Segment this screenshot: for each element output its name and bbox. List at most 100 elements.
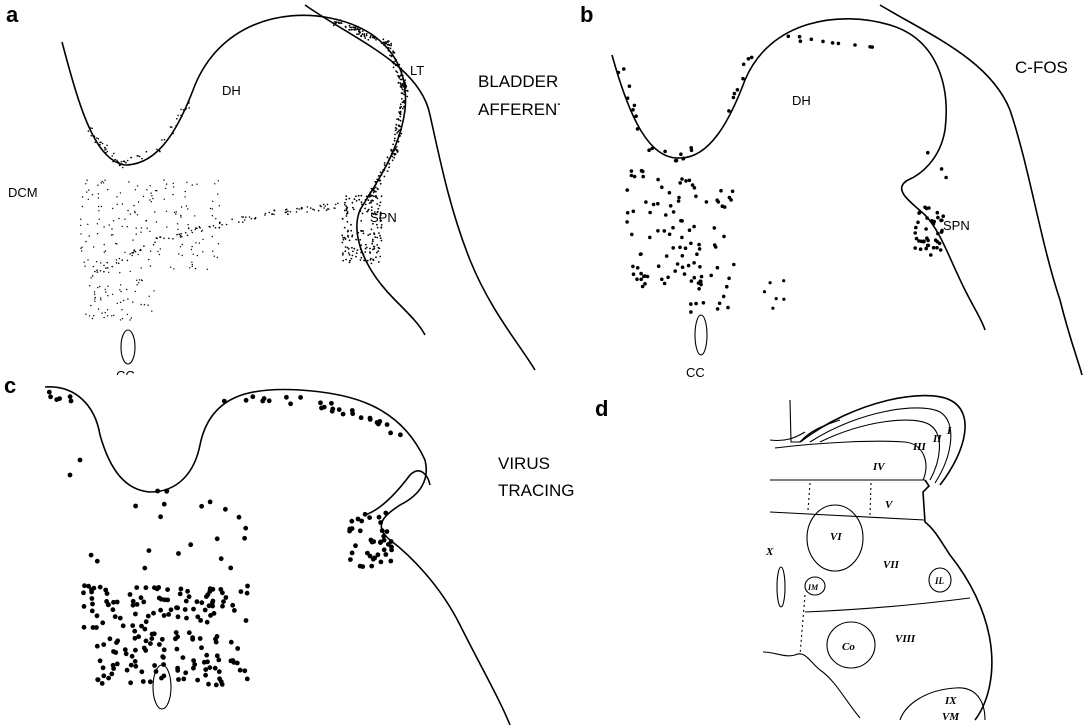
panel-a-title-line1: BLADDER: [478, 72, 558, 91]
afferent-fiber-dot: [392, 159, 394, 161]
afferent-fiber-dot: [111, 155, 113, 157]
afferent-fiber-dot: [111, 234, 112, 235]
cfos-cell-dot: [694, 302, 698, 306]
cfos-cell-dot: [689, 310, 693, 314]
cfos-cell-dot: [927, 206, 931, 210]
afferent-fiber-dot: [99, 142, 101, 144]
cfos-cell-dot: [681, 254, 685, 258]
virus-neuron-dot: [113, 614, 118, 619]
afferent-fiber-dot: [130, 157, 132, 159]
virus-neuron-dot: [237, 515, 242, 520]
cfos-cell-dot: [643, 282, 647, 286]
afferent-fiber-dot: [116, 196, 117, 197]
afferent-fiber-dot: [103, 182, 104, 183]
afferent-fiber-dot: [296, 208, 298, 210]
cfos-cell-dot: [913, 246, 917, 250]
afferent-fiber-dot: [369, 233, 371, 235]
afferent-fiber-dot: [97, 233, 98, 234]
virus-neuron-dot: [54, 397, 59, 402]
afferent-fiber-dot: [348, 252, 350, 254]
cfos-cell-dot: [689, 242, 693, 246]
panel-d-label-il: IL: [934, 576, 945, 586]
afferent-fiber-dot: [85, 183, 86, 184]
afferent-fiber-dot: [153, 244, 155, 246]
afferent-fiber-dot: [141, 279, 142, 280]
afferent-fiber-dot: [375, 191, 377, 193]
virus-neuron-dot: [78, 458, 83, 463]
panel-d-label-iv: IV: [872, 461, 886, 473]
cfos-cell-dot: [727, 277, 731, 281]
virus-neuron-dot: [206, 682, 211, 687]
afferent-fiber-dot: [368, 194, 370, 196]
cfos-cell-dot: [695, 252, 699, 256]
afferent-fiber-dot: [150, 185, 151, 186]
afferent-fiber-dot: [365, 204, 367, 206]
afferent-fiber-dot: [180, 233, 182, 235]
afferent-fiber-dot: [264, 214, 266, 216]
afferent-fiber-dot: [363, 233, 365, 235]
cfos-cell-dot: [636, 127, 640, 131]
afferent-fiber-dot: [212, 201, 213, 202]
afferent-fiber-dot: [349, 262, 351, 264]
afferent-fiber-dot: [398, 64, 400, 66]
afferent-fiber-dot: [191, 262, 192, 263]
afferent-fiber-dot: [390, 48, 392, 50]
virus-neuron-dot: [229, 640, 234, 645]
afferent-fiber-dot: [147, 305, 148, 306]
afferent-fiber-dot: [89, 315, 90, 316]
cfos-cell-dot: [714, 245, 718, 249]
afferent-fiber-dot: [187, 208, 188, 209]
afferent-fiber-dot: [286, 209, 288, 211]
afferent-fiber-dot: [214, 256, 215, 257]
cfos-cell-dot: [671, 246, 675, 250]
afferent-fiber-dot: [92, 194, 93, 195]
afferent-fiber-dot: [87, 224, 88, 225]
afferent-fiber-dot: [365, 199, 367, 201]
cfos-cell-dot: [677, 199, 681, 203]
afferent-fiber-dot: [177, 223, 178, 224]
virus-neuron-dot: [95, 613, 100, 618]
afferent-fiber-dot: [376, 252, 378, 254]
afferent-fiber-dot: [212, 215, 213, 216]
afferent-fiber-dot: [323, 204, 325, 206]
virus-neuron-dot: [108, 636, 113, 641]
virus-neuron-dot: [154, 669, 159, 674]
afferent-fiber-dot: [89, 285, 90, 286]
afferent-fiber-dot: [126, 289, 127, 290]
afferent-fiber-dot: [355, 256, 357, 258]
afferent-fiber-dot: [212, 208, 213, 209]
virus-neuron-dot: [191, 607, 196, 612]
cfos-cell-dot: [684, 179, 688, 183]
virus-neuron-dot: [188, 542, 193, 547]
afferent-fiber-dot: [127, 260, 129, 262]
virus-neuron-dot: [124, 651, 129, 656]
cfos-cell-dot: [632, 210, 636, 214]
cfos-cell-dot: [660, 185, 664, 189]
cfos-cell-dot: [692, 225, 696, 229]
afferent-fiber-dot: [80, 233, 81, 234]
cfos-cell-dot: [690, 279, 694, 283]
afferent-fiber-dot: [102, 143, 104, 145]
afferent-fiber-dot: [347, 211, 349, 213]
afferent-fiber-dot: [392, 156, 394, 158]
afferent-fiber-dot: [101, 182, 102, 183]
afferent-fiber-dot: [365, 244, 367, 246]
afferent-fiber-dot: [249, 216, 251, 218]
cfos-cell-dot: [725, 285, 729, 289]
afferent-fiber-dot: [172, 238, 174, 240]
cfos-cell-dot: [631, 265, 635, 269]
virus-neuron-dot: [133, 636, 138, 641]
afferent-fiber-dot: [372, 200, 374, 202]
afferent-fiber-dot: [395, 60, 397, 62]
afferent-fiber-dot: [402, 89, 404, 91]
panel-a-letter: a: [6, 2, 19, 27]
afferent-fiber-dot: [345, 199, 347, 201]
virus-neuron-dot: [155, 489, 160, 494]
afferent-fiber-dot: [400, 68, 402, 70]
afferent-fiber-dot: [107, 286, 108, 287]
virus-neuron-dot: [330, 409, 335, 414]
virus-neuron-dot: [288, 401, 293, 406]
panel-b-letter: b: [580, 2, 593, 27]
afferent-fiber-dot: [328, 208, 330, 210]
afferent-fiber-dot: [394, 134, 396, 136]
